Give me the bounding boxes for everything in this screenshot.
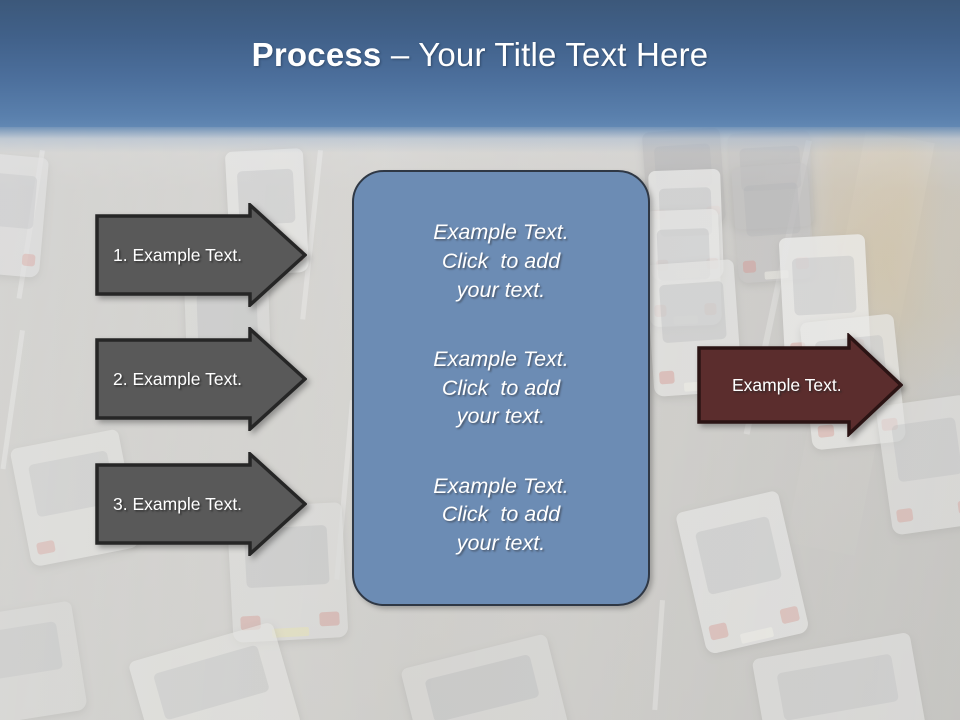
arrow-shape bbox=[95, 327, 307, 431]
panel-text-line: your text. bbox=[456, 404, 546, 429]
panel-text-line: Example Text. bbox=[433, 220, 569, 245]
process-outcome-label: Example Text. bbox=[732, 374, 842, 395]
panel-text-block-3: Example Text. Click to add your text. bbox=[376, 472, 626, 558]
page-title-bold: Process bbox=[251, 35, 382, 73]
process-outcome-arrow[interactable]: Example Text. bbox=[697, 333, 903, 437]
panel-text-block-2: Example Text. Click to add your text. bbox=[376, 345, 626, 431]
process-step-label: 1. Example Text. bbox=[113, 244, 243, 265]
process-step-arrow-1[interactable]: 1. Example Text. bbox=[95, 203, 307, 307]
panel-text-block-1: Example Text. Click to add your text. bbox=[376, 218, 626, 304]
process-step-arrow-3[interactable]: 3. Example Text. bbox=[95, 452, 307, 556]
arrow-shape bbox=[95, 203, 307, 307]
center-content-panel[interactable]: Example Text. Click to add your text. Ex… bbox=[352, 170, 650, 606]
process-step-label: 2. Example Text. bbox=[113, 368, 243, 389]
arrow-shape bbox=[697, 333, 903, 437]
process-step-label: 3. Example Text. bbox=[113, 493, 243, 514]
page-title-dash: – bbox=[381, 35, 419, 73]
arrow-shape bbox=[95, 452, 307, 556]
process-step-arrow-2[interactable]: 2. Example Text. bbox=[95, 327, 307, 431]
panel-text-line: your text. bbox=[456, 530, 546, 555]
page-title-rest: Your Title Text Here bbox=[418, 35, 709, 73]
panel-text-line: Example Text. bbox=[433, 347, 569, 372]
panel-text-line: Click to add bbox=[441, 502, 561, 527]
panel-text-line: Click to add bbox=[441, 375, 561, 400]
panel-text-line: your text. bbox=[456, 277, 546, 302]
slide-header: Process – Your Title Text Here bbox=[0, 0, 960, 153]
panel-text-line: Example Text. bbox=[433, 473, 569, 498]
page-title: Process – Your Title Text Here bbox=[252, 36, 709, 74]
panel-text-line: Click to add bbox=[441, 249, 561, 274]
